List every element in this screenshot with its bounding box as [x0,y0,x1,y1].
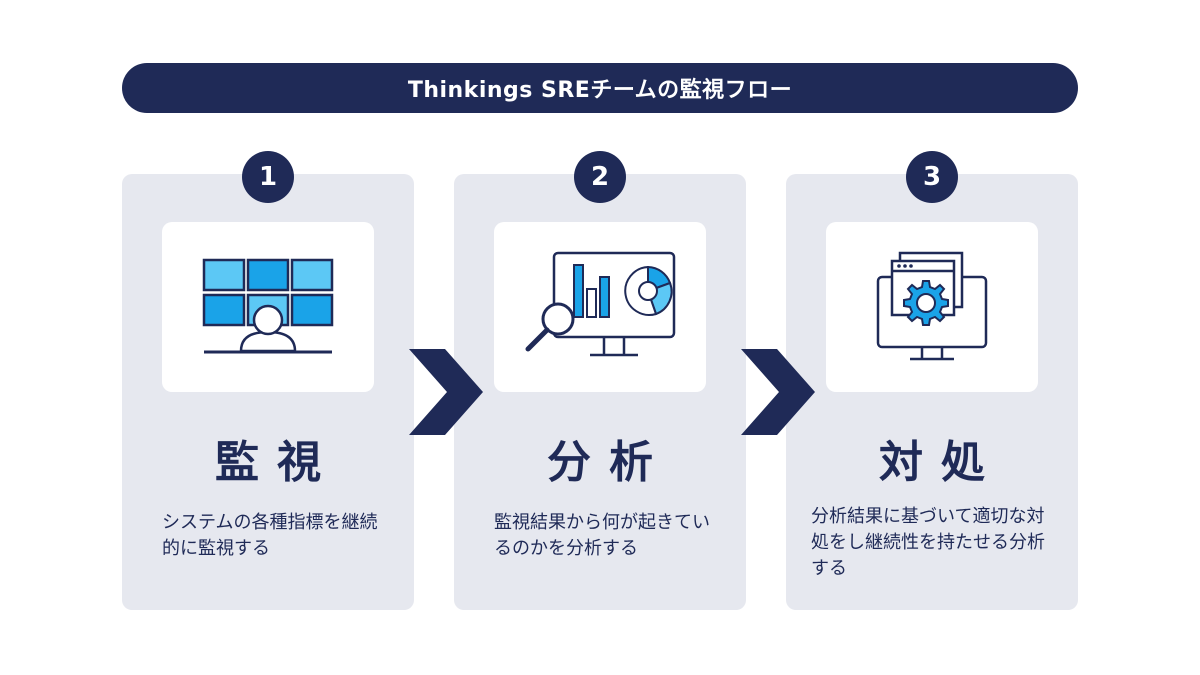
step-card-analysis: 分析 監視結果から何が起きているのかを分析する [454,174,746,610]
step-title: 分析 [547,437,671,488]
analytics-monitor-icon [525,251,676,357]
chevron-right-icon [741,349,815,435]
page-title: Thinkings SREチームの監視フロー [122,63,1078,113]
step-description: システムの各種指標を継続的に監視する [162,512,378,559]
icon-container [494,222,706,392]
icon-container [162,222,374,392]
chevron-right-icon [409,349,483,435]
page-title-text: Thinkings SREチームの監視フロー [407,78,793,103]
step-title: 監視 [215,437,339,488]
step-number-badge: 3 [906,151,958,203]
step-number-badge: 1 [242,151,294,203]
monitoring-wall-icon [202,258,334,354]
icon-container [826,222,1038,392]
step-description: 監視結果から何が起きているのかを分析する [494,512,710,559]
step-card-response: 対処 分析結果に基づいて適切な対処をし継続性を持たせる分析する [786,174,1078,610]
step-title: 対処 [879,437,1003,488]
settings-monitor-icon [876,251,988,361]
step-description: 分析結果に基づいて適切な対処をし継続性を持たせる分析する [811,506,1045,579]
step-card-monitoring: 監視 システムの各種指標を継続的に監視する [122,174,414,610]
step-number-badge: 2 [574,151,626,203]
step-number: 1 [258,162,278,192]
step-number: 2 [590,162,610,192]
step-number: 3 [922,162,942,192]
